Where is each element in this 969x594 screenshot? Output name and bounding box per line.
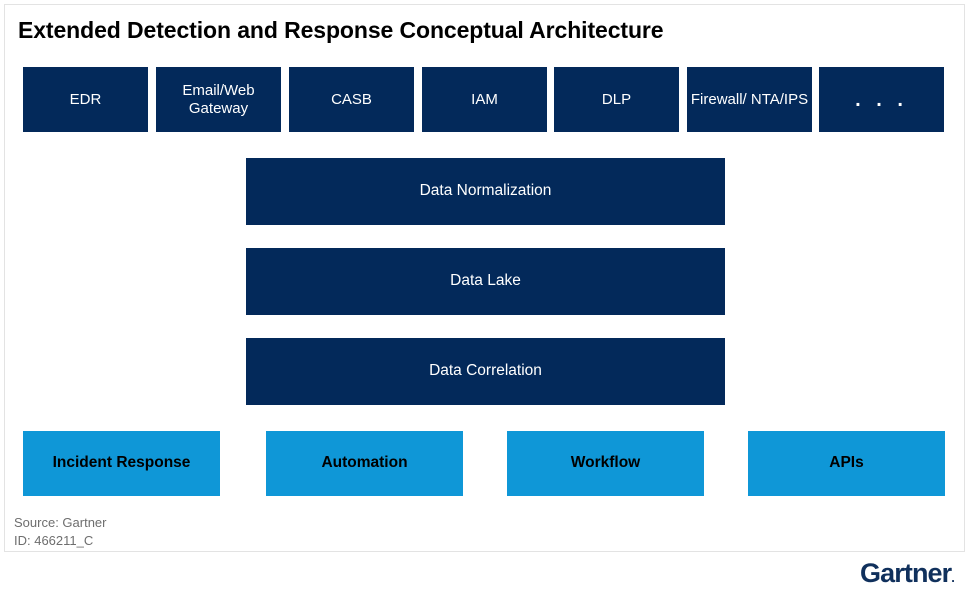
output-box-incident-response-label: Incident Response: [52, 454, 191, 472]
source-box-dlp[interactable]: DLP: [554, 67, 679, 132]
output-box-automation-label: Automation: [321, 454, 408, 472]
output-box-apis[interactable]: APIs: [748, 431, 945, 496]
source-box-email-web-gateway-label: Email/Web Gateway: [182, 81, 255, 117]
source-box-iam[interactable]: IAM: [422, 67, 547, 132]
page-title: Extended Detection and Response Conceptu…: [18, 17, 664, 43]
gartner-logo: Gartner.: [860, 558, 955, 588]
ellipsis-icon: . . .: [855, 88, 908, 111]
source-box-more[interactable]: . . .: [819, 67, 944, 132]
source-box-firewall-nta-ips[interactable]: Firewall/ NTA/IPS: [687, 67, 812, 132]
pipeline-box-data-lake[interactable]: Data Lake: [246, 248, 725, 315]
source-box-firewall-nta-ips-label: Firewall/ NTA/IPS: [690, 90, 809, 108]
source-box-dlp-label: DLP: [601, 90, 632, 108]
source-box-casb-label: CASB: [331, 90, 372, 108]
pipeline-box-data-lake-label: Data Lake: [450, 272, 521, 290]
source-box-iam-label: IAM: [471, 90, 498, 108]
source-line: Source: Gartner: [14, 515, 107, 530]
source-attribution: Source: Gartner ID: 466211_C: [14, 514, 107, 551]
pipeline-box-data-normalization[interactable]: Data Normalization: [246, 158, 725, 225]
pipeline-box-data-correlation[interactable]: Data Correlation: [246, 338, 725, 405]
output-box-apis-label: APIs: [829, 454, 864, 472]
id-line: ID: 466211_C: [14, 533, 94, 549]
output-box-workflow-label: Workflow: [570, 454, 641, 472]
pipeline-box-data-correlation-label: Data Correlation: [429, 362, 542, 380]
source-box-edr[interactable]: EDR: [23, 67, 148, 132]
output-box-workflow[interactable]: Workflow: [507, 431, 704, 496]
pipeline-box-data-normalization-label: Data Normalization: [419, 182, 552, 200]
source-box-email-web-gateway[interactable]: Email/Web Gateway: [156, 67, 281, 132]
output-box-incident-response[interactable]: Incident Response: [23, 431, 220, 496]
output-box-automation[interactable]: Automation: [266, 431, 463, 496]
source-box-edr-label: EDR: [69, 90, 102, 108]
source-box-casb[interactable]: CASB: [289, 67, 414, 132]
gartner-logo-mark: .: [951, 570, 955, 585]
gartner-logo-text: Gartner: [860, 558, 952, 588]
